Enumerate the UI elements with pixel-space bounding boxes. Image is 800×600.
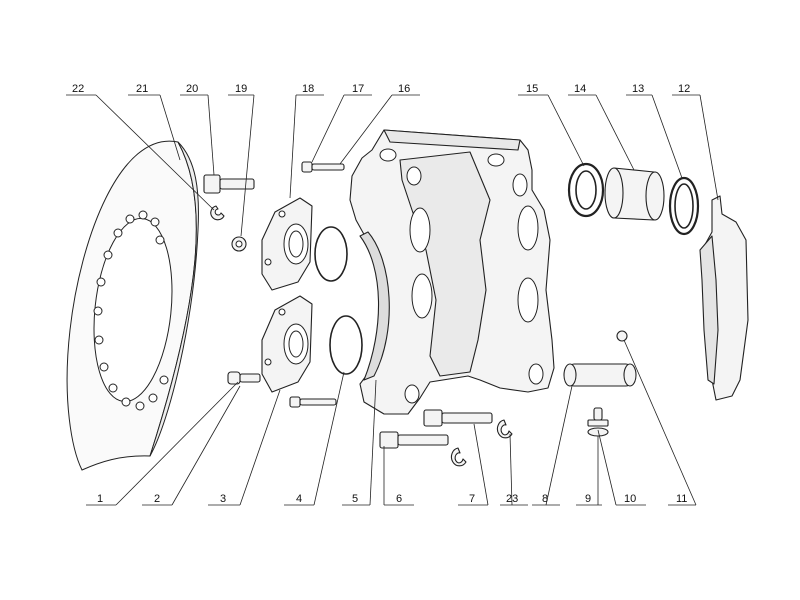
callout-8: 8 — [542, 493, 548, 505]
washer-22 — [210, 205, 225, 221]
washer-23 — [496, 419, 513, 439]
screw-17 — [301, 161, 345, 173]
callout-16: 16 — [398, 83, 410, 95]
callout-11: 11 — [676, 493, 687, 505]
callout-3: 3 — [220, 493, 226, 505]
callout-14: 14 — [574, 83, 586, 95]
seal-15 — [567, 162, 605, 218]
cylinder-cap-3 — [261, 295, 313, 393]
disc-bolt-holes — [93, 210, 169, 411]
callout-17: 17 — [352, 83, 364, 95]
caliper-body — [349, 129, 555, 415]
o-ring-upper — [314, 226, 348, 282]
callout-2: 2 — [154, 493, 160, 505]
o-ring-4 — [329, 315, 363, 375]
callout-13: 13 — [632, 83, 644, 95]
bolt-6 — [379, 431, 449, 449]
screw-2 — [289, 396, 337, 408]
bolt-7 — [423, 409, 493, 427]
callout-5: 5 — [352, 493, 358, 505]
callout-6: 6 — [396, 493, 402, 505]
callout-21: 21 — [136, 83, 148, 95]
callout-15: 15 — [526, 83, 538, 95]
callout-4: 4 — [296, 493, 302, 505]
nut-19 — [231, 236, 247, 252]
brake-pad — [699, 195, 749, 401]
piston-14 — [604, 167, 665, 221]
bleed-fitting-9-10 — [587, 407, 609, 437]
callout-1: 1 — [97, 493, 103, 505]
pin-8 — [563, 363, 637, 387]
callout-12: 12 — [678, 83, 690, 95]
callout-9: 9 — [585, 493, 591, 505]
washer-6 — [450, 447, 467, 467]
ball-11 — [616, 330, 628, 342]
cylinder-cap-18 — [261, 197, 313, 291]
callout-10: 10 — [624, 493, 636, 505]
brake-disc — [66, 140, 199, 471]
callout-7: 7 — [469, 493, 475, 505]
leader-lines — [66, 94, 719, 506]
callout-23: 23 — [506, 493, 518, 505]
callout-labels: 22 21 20 19 18 17 16 15 14 13 12 1 2 3 4… — [72, 83, 690, 505]
ring-13 — [668, 176, 700, 236]
callout-20: 20 — [186, 83, 198, 95]
callout-18: 18 — [302, 83, 314, 95]
bleeder-1 — [227, 371, 261, 385]
callout-22: 22 — [72, 83, 84, 95]
callout-19: 19 — [235, 83, 247, 95]
